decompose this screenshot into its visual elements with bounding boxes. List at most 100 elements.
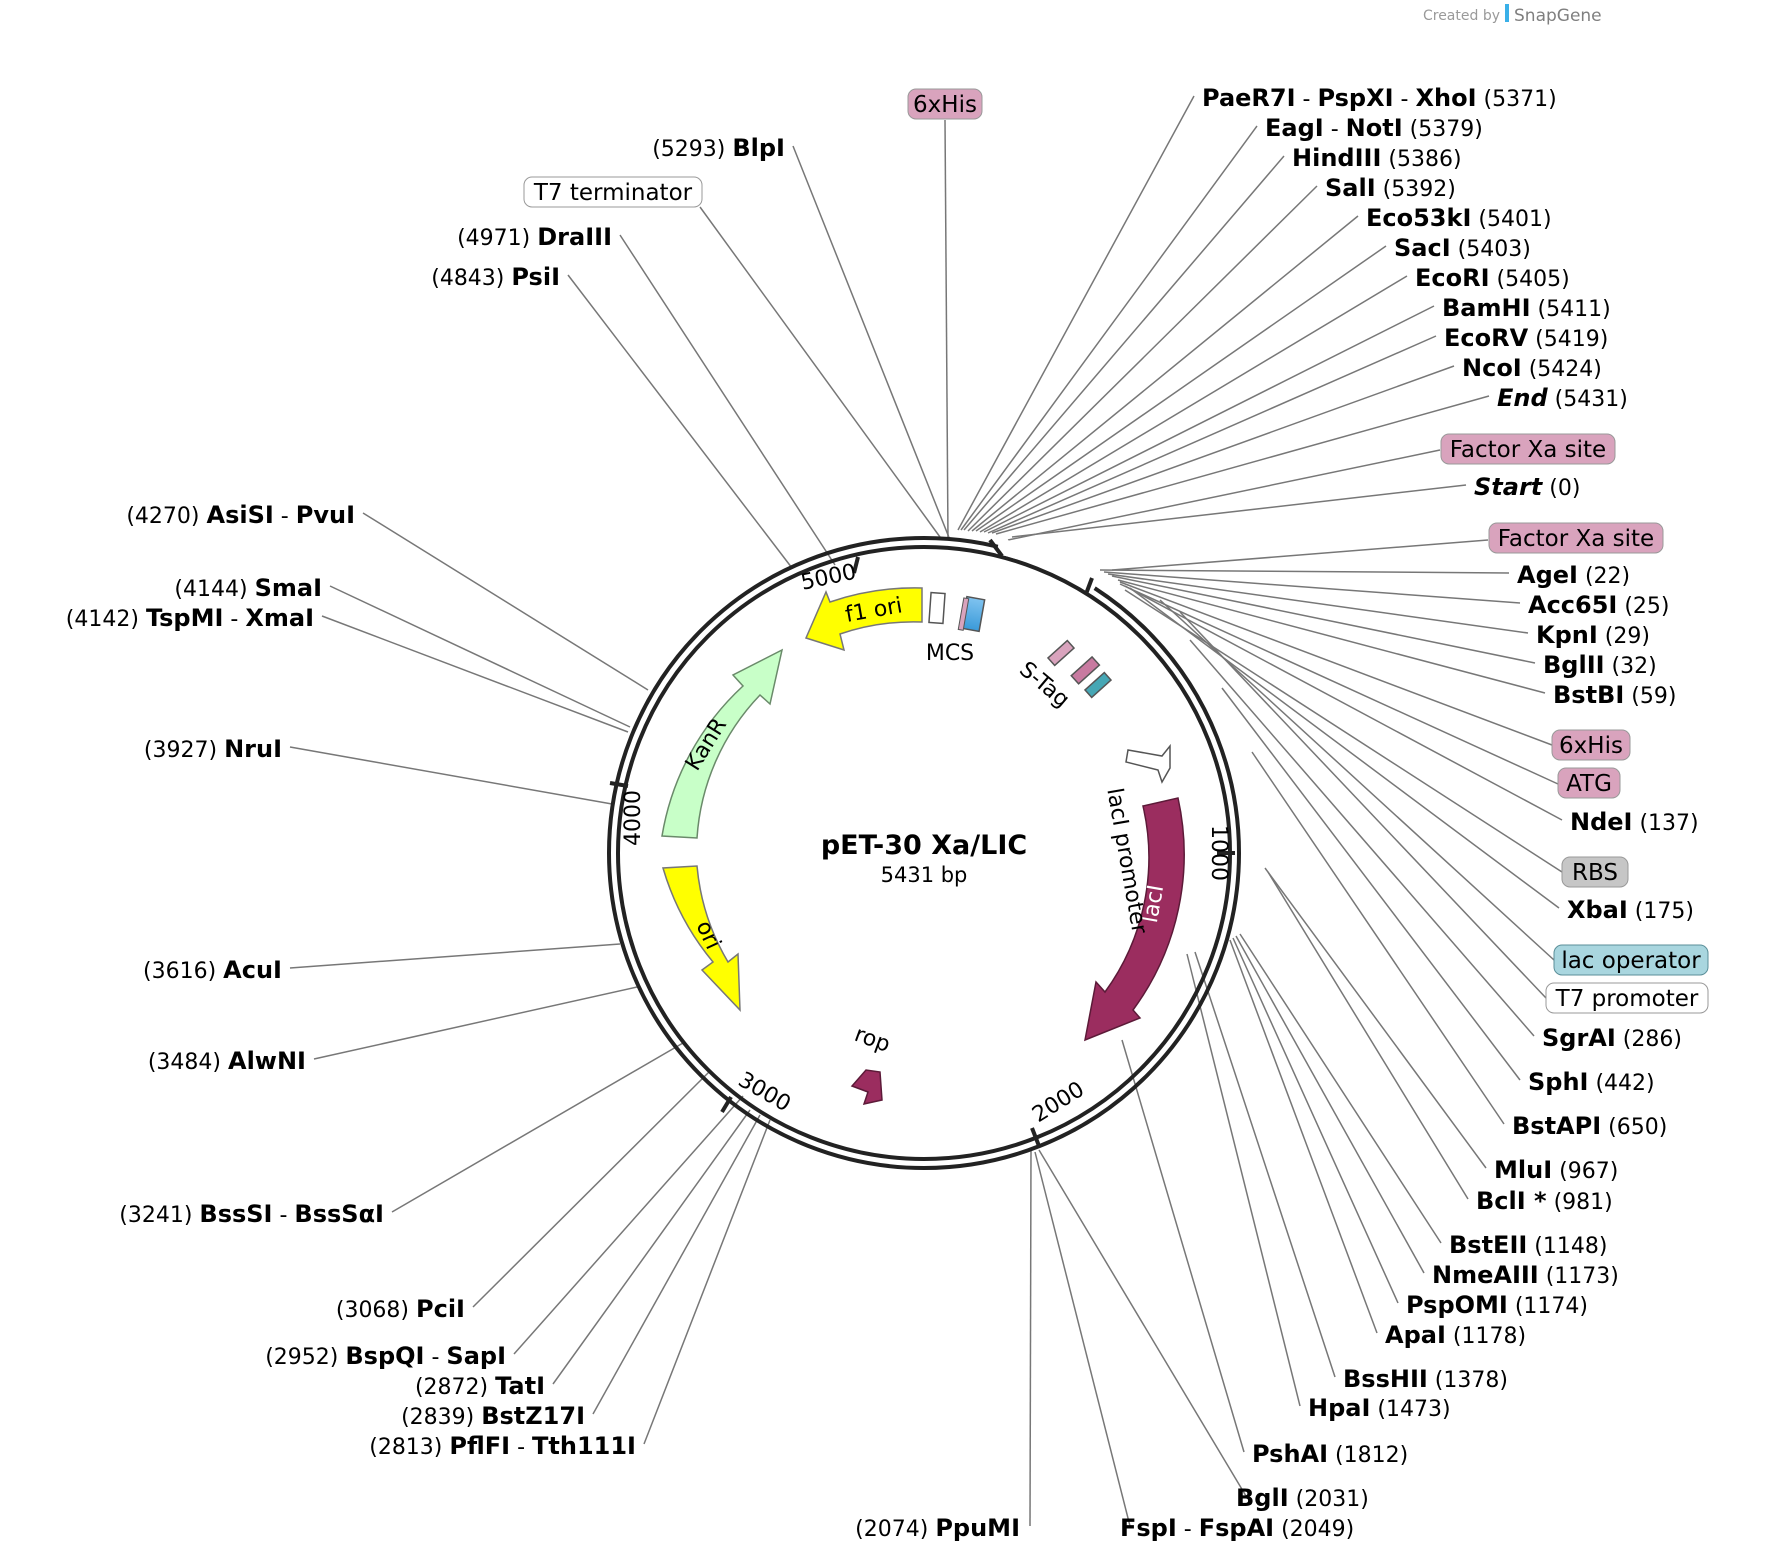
- leader-line: [1194, 951, 1336, 1378]
- site-label-start: Start (0): [1474, 473, 1580, 501]
- leader-line: [1267, 871, 1469, 1200]
- leader-lines: [289, 95, 1563, 1527]
- leader-line: [289, 943, 621, 969]
- mcs-pink-box: [957, 597, 970, 631]
- rbs-box: [1561, 856, 1629, 888]
- site-label-bamhi: BamHI (5411): [1442, 294, 1611, 322]
- site-label-hindiii: HindIII (5386): [1292, 144, 1462, 172]
- rop-arrow[interactable]: [850, 1069, 883, 1106]
- site-label-bstapi: BstAPI (650): [1512, 1112, 1667, 1140]
- site-label-draiii: (4971) DraIII: [457, 223, 612, 251]
- site-label-hpai: HpaI (1473): [1308, 1394, 1451, 1422]
- leader-line: [1124, 589, 1563, 873]
- mcs-label: MCS: [926, 641, 974, 666]
- site-label-bspqi: (2952) BspQI - SapI: [265, 1342, 506, 1370]
- leader-line: [1011, 484, 1467, 538]
- leader-line: [1007, 449, 1441, 541]
- leader-line: [1189, 639, 1535, 1037]
- leader-line: [1119, 583, 1559, 785]
- s-tag-box-2: [1070, 655, 1101, 685]
- plasmid-name: pET-30 Xa/LIC: [821, 830, 1027, 861]
- leader-line: [1029, 1149, 1032, 1527]
- leader-line: [513, 1095, 744, 1355]
- ori-arrow[interactable]: [662, 865, 741, 1012]
- leader-line: [1179, 611, 1547, 999]
- leader-line: [1121, 1039, 1245, 1453]
- leader-line: [1124, 585, 1563, 821]
- restriction-site-labels: (5293) BlpI(4971) DraIII(4843) PsiI(4270…: [66, 84, 1699, 1542]
- leader-line: [967, 185, 1318, 532]
- his-top-box: [907, 88, 983, 120]
- site-label-eco53ki: Eco53kI (5401): [1366, 204, 1552, 232]
- site-label-bglii: BglII (32): [1543, 651, 1657, 679]
- site-label-bstz17i: (2839) BstZ17I: [401, 1402, 585, 1430]
- backbone-outer-strand: [607, 536, 1241, 1170]
- leader-line: [960, 125, 1258, 531]
- leader-line: [699, 206, 941, 538]
- site-label-bsteii: BstEII (1148): [1449, 1231, 1607, 1259]
- credit-prefix: Created by: [1423, 8, 1500, 24]
- leader-line: [329, 585, 631, 728]
- site-label-bcli: BclI * (981): [1476, 1187, 1613, 1215]
- site-label-eagi: EagI - NotI (5379): [1265, 114, 1483, 142]
- leader-line: [792, 145, 951, 541]
- site-label-ncoi: NcoI (5424): [1462, 354, 1602, 382]
- site-label-ppumi: (2074) PpuMI: [855, 1514, 1020, 1542]
- tick-3000: [720, 1095, 733, 1114]
- kanr-arrow[interactable]: [661, 648, 784, 839]
- site-label-xbai: XbaI (175): [1567, 896, 1694, 924]
- site-label-ecorv: EcoRV (5419): [1444, 324, 1608, 352]
- site-label-ecori: EcoRI (5405): [1415, 264, 1570, 292]
- leader-line: [1103, 571, 1521, 604]
- site-label-acc65i: Acc65I (25): [1528, 591, 1670, 619]
- factor-xa-label-2: Factor Xa site: [1498, 526, 1654, 552]
- f1-ori-arrow[interactable]: [804, 587, 923, 652]
- site-label-fspi: FspI - FspAI (2049): [1120, 1514, 1354, 1542]
- site-label-acui: (3616) AcuI: [143, 956, 282, 984]
- factor-xa-box-2: [1488, 522, 1664, 554]
- site-label-bgli: BglI (2031): [1236, 1484, 1369, 1512]
- site-label-bsssi: (3241) BssSI - BssSαI: [119, 1200, 384, 1228]
- leader-line: [1119, 581, 1553, 746]
- leader-line: [592, 1114, 761, 1415]
- leader-line: [1129, 587, 1560, 909]
- site-label-apai: ApaI (1178): [1385, 1321, 1526, 1349]
- leader-line: [289, 746, 613, 805]
- leader-line: [321, 615, 629, 733]
- leader-line: [1232, 937, 1399, 1304]
- leader-line: [1034, 1151, 1131, 1527]
- site-label-saci: SacI (5403): [1394, 234, 1531, 262]
- tick-label-4000: 4000: [621, 790, 646, 846]
- snapgene-logo-icon: [1505, 4, 1509, 22]
- laci-arrow[interactable]: [1084, 797, 1185, 1042]
- leader-line: [971, 215, 1359, 532]
- leader-line: [1264, 867, 1487, 1169]
- leader-line: [643, 1119, 771, 1445]
- his-right-label: 6xHis: [1559, 733, 1623, 759]
- atg-label: ATG: [1566, 771, 1612, 797]
- leader-line: [472, 1070, 711, 1308]
- site-label-paer7i: PaeR7I - PspXI - XhoI (5371): [1202, 84, 1557, 112]
- site-label-sgrai: SgrAI (286): [1542, 1024, 1682, 1052]
- site-label-smai: (4144) SmaI: [174, 574, 322, 602]
- atg-box: [1557, 767, 1621, 799]
- leader-line: [1229, 939, 1378, 1334]
- site-label-psii: (4843) PsiI: [431, 263, 560, 291]
- rbs-label: RBS: [1572, 860, 1618, 886]
- site-label-sali: SalI (5392): [1325, 174, 1456, 202]
- leader-line: [944, 119, 949, 541]
- backbone-origin-start: [1084, 577, 1094, 595]
- mcs-region-box: [928, 591, 946, 625]
- site-label-kpni: KpnI (29): [1536, 621, 1650, 649]
- leader-line: [1117, 579, 1546, 694]
- leader-line: [1251, 751, 1505, 1125]
- leader-line: [552, 1109, 751, 1385]
- leader-line: [979, 275, 1408, 533]
- tick-label-2000: 2000: [1028, 1077, 1089, 1128]
- site-label-pcii: (3068) PciI: [336, 1295, 465, 1323]
- site-label-blpi: (5293) BlpI: [652, 134, 785, 162]
- leader-line: [991, 365, 1455, 534]
- snapgene-credit: Created by SnapGene: [1423, 4, 1602, 26]
- credit-brand: SnapGene: [1514, 6, 1602, 26]
- leader-line: [391, 1042, 684, 1213]
